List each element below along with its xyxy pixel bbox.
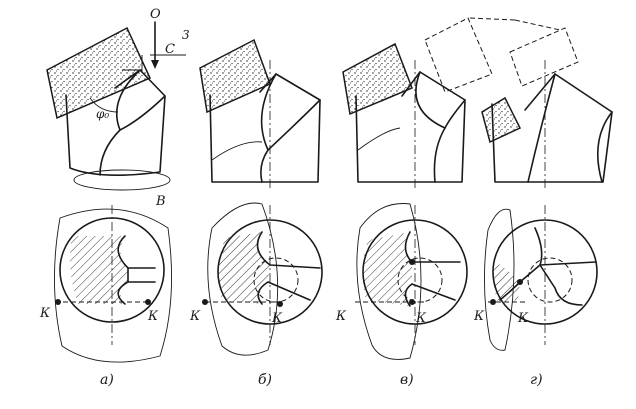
panel-b-side-view <box>199 38 321 188</box>
caption-v: в) <box>400 372 414 388</box>
panel-v-end-view: К К в) <box>335 203 468 388</box>
panel-a-side-view: О С 3 φ₀ В <box>46 7 190 209</box>
caption-b: б) <box>258 372 272 388</box>
grinding-wheel-v <box>342 42 413 116</box>
panel-a-end-view: К К а) <box>39 205 173 388</box>
grinding-wheel-g <box>481 96 522 144</box>
caption-g: г) <box>530 372 543 388</box>
label-k-right-b: К <box>271 311 283 326</box>
label-k-left-a: К <box>39 306 51 321</box>
grinding-wheel-a <box>46 26 152 120</box>
label-k-right-g: К <box>517 311 529 326</box>
panel-b-end-view: К К б) <box>189 202 323 388</box>
panel-v-side-view <box>342 42 466 188</box>
caption-a: а) <box>100 372 114 388</box>
rotation-ellipse <box>73 169 171 191</box>
label-b: В <box>155 194 166 209</box>
label-k-left-b: К <box>189 309 201 324</box>
panel-g-end-view: К К г) <box>473 205 598 388</box>
label-k-right-v: К <box>415 311 427 326</box>
panel-g-side-view <box>424 17 613 188</box>
label-c: С <box>165 42 175 57</box>
label-phi: φ₀ <box>96 107 109 121</box>
label-3: 3 <box>182 28 190 42</box>
dashed-wheel-1 <box>424 17 493 93</box>
label-o: О <box>150 7 161 22</box>
dashed-wheel-2 <box>509 27 579 87</box>
label-k-left-v: К <box>335 309 347 324</box>
label-k-right-a: К <box>147 309 159 324</box>
label-k-left-g: К <box>473 309 485 324</box>
